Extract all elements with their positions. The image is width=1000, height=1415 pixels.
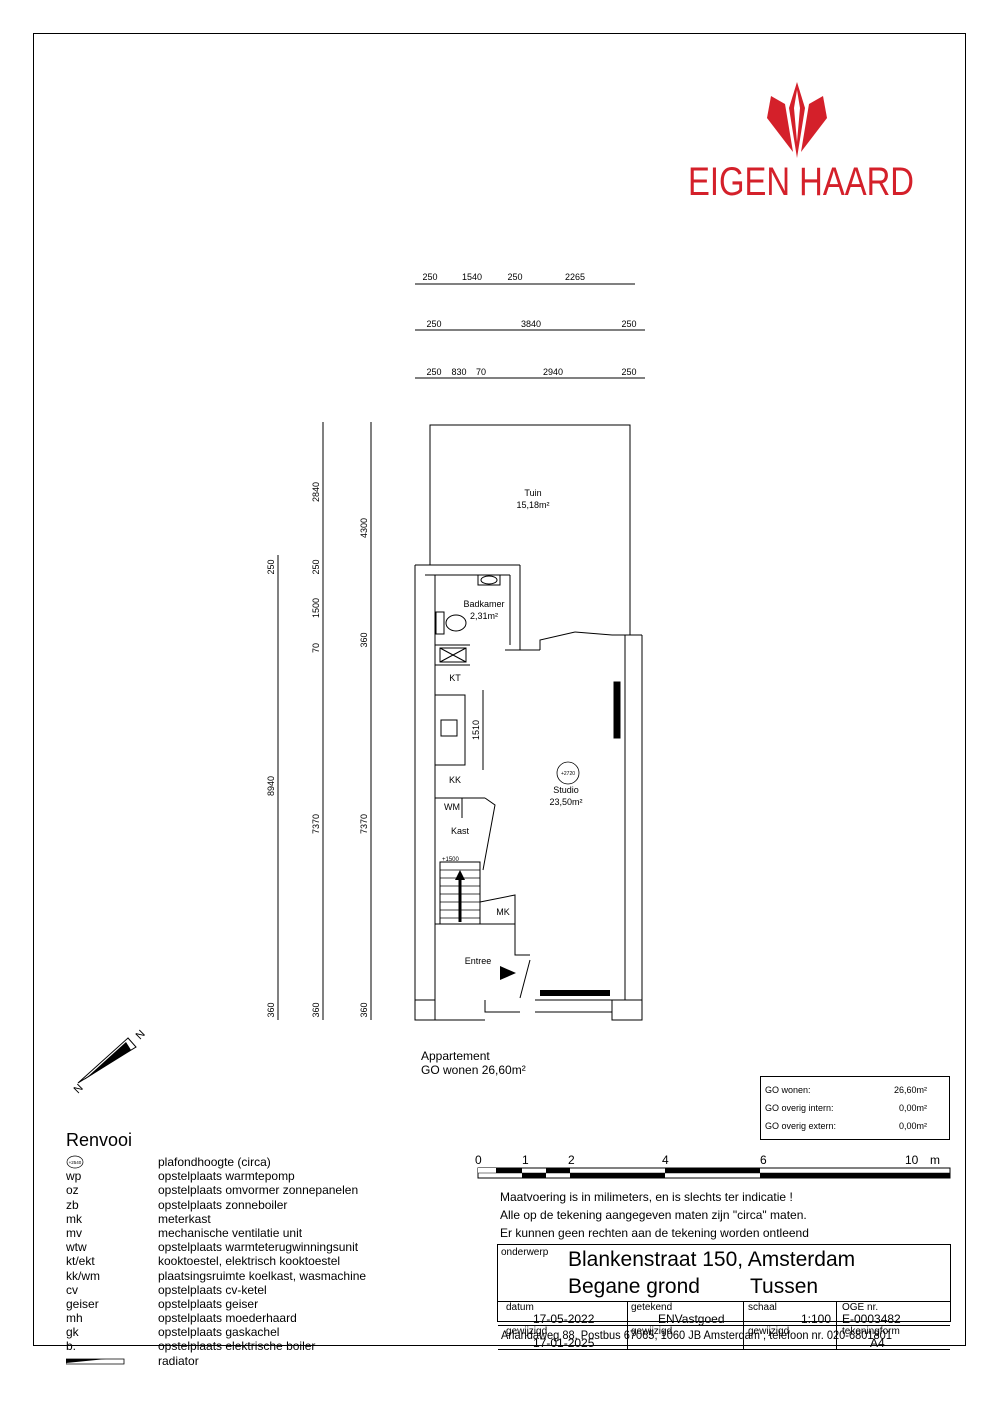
dim-top2-b: 3840 xyxy=(521,319,541,329)
ceiling-height-icon: +2540 xyxy=(66,1155,84,1169)
dim-left1-b: 8940 xyxy=(266,776,276,796)
modified-date-value: 17-01-2025 xyxy=(533,1336,595,1350)
label-kast: Kast xyxy=(451,826,470,836)
stair-height-tag: +1500 xyxy=(442,857,460,863)
scale-tick-2: 2 xyxy=(568,1153,575,1167)
area-summary: GO wonen:26,60m² GO overig intern:0,00m²… xyxy=(760,1076,950,1140)
note-2: Alle op de tekening aangegeven maten zij… xyxy=(500,1208,807,1222)
drawing-frame xyxy=(33,33,966,1346)
dim-top3-d: 2940 xyxy=(543,367,563,377)
compass-north-label: N xyxy=(72,1082,86,1096)
room-tuin-name: Tuin xyxy=(524,488,541,498)
project-title: Blankenstraat 150, Amsterdam xyxy=(568,1248,856,1271)
svg-text:N: N xyxy=(134,1028,148,1042)
paper-size-value: A4 xyxy=(870,1336,885,1350)
dim-left2-f: 360 xyxy=(311,1002,321,1017)
scale-tick-0: 0 xyxy=(475,1153,482,1167)
onderwerp-label: onderwerp xyxy=(501,1247,549,1258)
room-studio-name: Studio xyxy=(553,785,579,795)
dim-left3-c: 7370 xyxy=(359,814,369,834)
north-arrow-icon: N N xyxy=(72,1028,148,1096)
drawn-by-value: ENVastgoed xyxy=(658,1312,725,1326)
scale-tick-6: 6 xyxy=(760,1153,767,1167)
note-3: Er kunnen geen rechten aan de tekening w… xyxy=(500,1226,809,1240)
dim-left3-a: 4300 xyxy=(359,518,369,538)
svg-text:+2540: +2540 xyxy=(69,1160,82,1165)
label-mk: MK xyxy=(496,907,510,917)
dim-top3-a: 250 xyxy=(426,367,441,377)
room-badkamer-name: Badkamer xyxy=(463,599,504,609)
eigen-haard-logo-icon xyxy=(767,82,827,158)
label-wm: WM xyxy=(444,802,460,812)
dim-top1-b: 1540 xyxy=(462,272,482,282)
floor-name: Begane grond xyxy=(568,1275,700,1298)
company-address: Arlandaweg 88, Postbus 67065, 1060 JB Am… xyxy=(501,1328,892,1342)
dim-top1-c: 250 xyxy=(507,272,522,282)
dim-top2-a: 250 xyxy=(426,319,441,329)
dim-left2-a: 2840 xyxy=(311,482,321,502)
position-name: Tussen xyxy=(750,1275,819,1298)
dim-left3-d: 360 xyxy=(359,1002,369,1017)
room-badkamer-area: 2,31m² xyxy=(470,611,498,621)
scale-tick-10: 10 xyxy=(905,1153,919,1167)
scale-unit: m xyxy=(930,1153,940,1167)
dim-top1-a: 250 xyxy=(422,272,437,282)
dim-left2-b: 250 xyxy=(311,559,321,574)
apartment-label: Appartement GO wonen 26,60m² xyxy=(421,1049,526,1077)
title-block: onderwerp Blankenstraat 150, Amsterdam B… xyxy=(497,1244,951,1350)
dim-left3-b: 360 xyxy=(359,632,369,647)
dim-top3-e: 250 xyxy=(621,367,636,377)
dim-top1-d: 2265 xyxy=(565,272,585,282)
scale-tick-4: 4 xyxy=(662,1153,669,1167)
brand-name: EIGEN HAARD xyxy=(688,160,914,204)
label-entree: Entree xyxy=(465,956,492,966)
scale-bar: 0 1 2 4 6 10 m xyxy=(475,1153,951,1179)
legend-title: Renvooi xyxy=(66,1130,133,1150)
dim-left1-c: 360 xyxy=(266,1002,276,1017)
dim-left1-a: 250 xyxy=(266,559,276,574)
note-1: Maatvoering is in milimeters, en is slec… xyxy=(500,1190,793,1204)
dim-kitchen: 1510 xyxy=(471,720,481,740)
dim-top2-c: 250 xyxy=(621,319,636,329)
oge-value: E-0003482 xyxy=(842,1312,901,1326)
label-kk: KK xyxy=(449,775,461,785)
studio-height-tag: +2720 xyxy=(561,771,575,777)
room-tuin-area: 15,18m² xyxy=(516,500,549,510)
dim-top3-c: 70 xyxy=(476,367,486,377)
dim-top3-b: 830 xyxy=(451,367,466,377)
dim-left2-d: 70 xyxy=(311,643,321,653)
dim-left2-c: 1500 xyxy=(311,598,321,618)
dim-left2-e: 7370 xyxy=(311,814,321,834)
scale-tick-1: 1 xyxy=(522,1153,529,1167)
label-kt: KT xyxy=(449,673,461,683)
floor-plan: +2720 250 1540 250 2265 250 3840 250 250… xyxy=(72,272,645,1096)
date-value: 17-05-2022 xyxy=(533,1312,595,1326)
room-studio-area: 23,50m² xyxy=(549,797,582,807)
radiator-icon xyxy=(66,1358,125,1365)
scale-value: 1:100 xyxy=(801,1312,832,1326)
